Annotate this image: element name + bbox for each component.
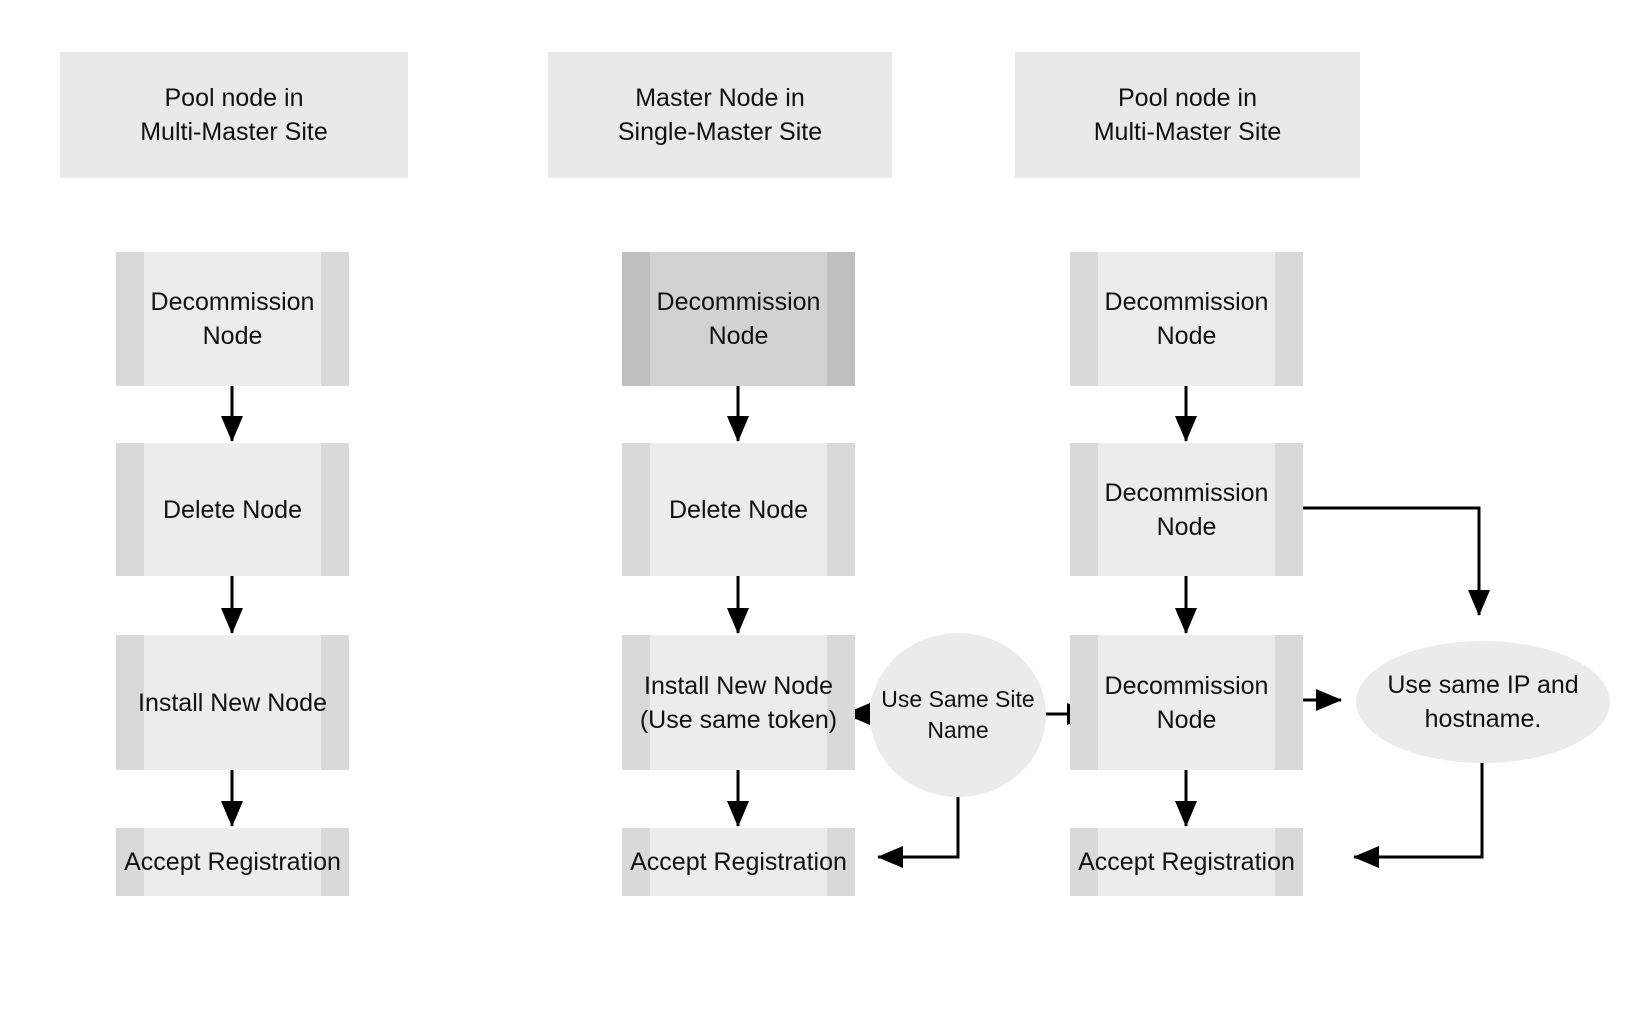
step-left-3-install-new-node: Install New Node	[116, 635, 349, 770]
step-middle-4-accept-registration: Accept Registration	[622, 828, 855, 896]
header-right-pool-node-multi-master: Pool node in Multi-Master Site	[1015, 52, 1360, 178]
step-right-4-accept-registration: Accept Registration	[1070, 828, 1303, 896]
step-right-1-decommission-node: Decommission Node	[1070, 252, 1303, 386]
arrow-ellipse-to-right-accept	[1353, 763, 1484, 868]
step-right-3-decommission-node: Decommission Node	[1070, 635, 1303, 770]
step-right-2-decommission-node: Decommission Node	[1070, 443, 1303, 576]
header-left-pool-node-multi-master: Pool node in Multi-Master Site	[60, 52, 408, 178]
step-left-1-decommission-node: Decommission Node	[116, 252, 349, 386]
step-middle-3-install-new-node-same-token: Install New Node (Use same token)	[622, 635, 855, 770]
use-same-ip-hostname-ellipse: Use same IP and hostname.	[1356, 641, 1610, 763]
step-middle-1-decommission-node: Decommission Node	[622, 252, 855, 386]
use-same-site-name-circle: Use Same Site Name	[870, 633, 1046, 797]
arrow-circle-to-middle-accept	[877, 795, 960, 868]
step-middle-2-delete-node: Delete Node	[622, 443, 855, 576]
header-middle-master-node-single-master: Master Node in Single-Master Site	[548, 52, 892, 178]
step-left-2-delete-node: Delete Node	[116, 443, 349, 576]
arrow-right-step2-to-ellipse	[1302, 506, 1490, 616]
step-left-4-accept-registration: Accept Registration	[116, 828, 349, 896]
